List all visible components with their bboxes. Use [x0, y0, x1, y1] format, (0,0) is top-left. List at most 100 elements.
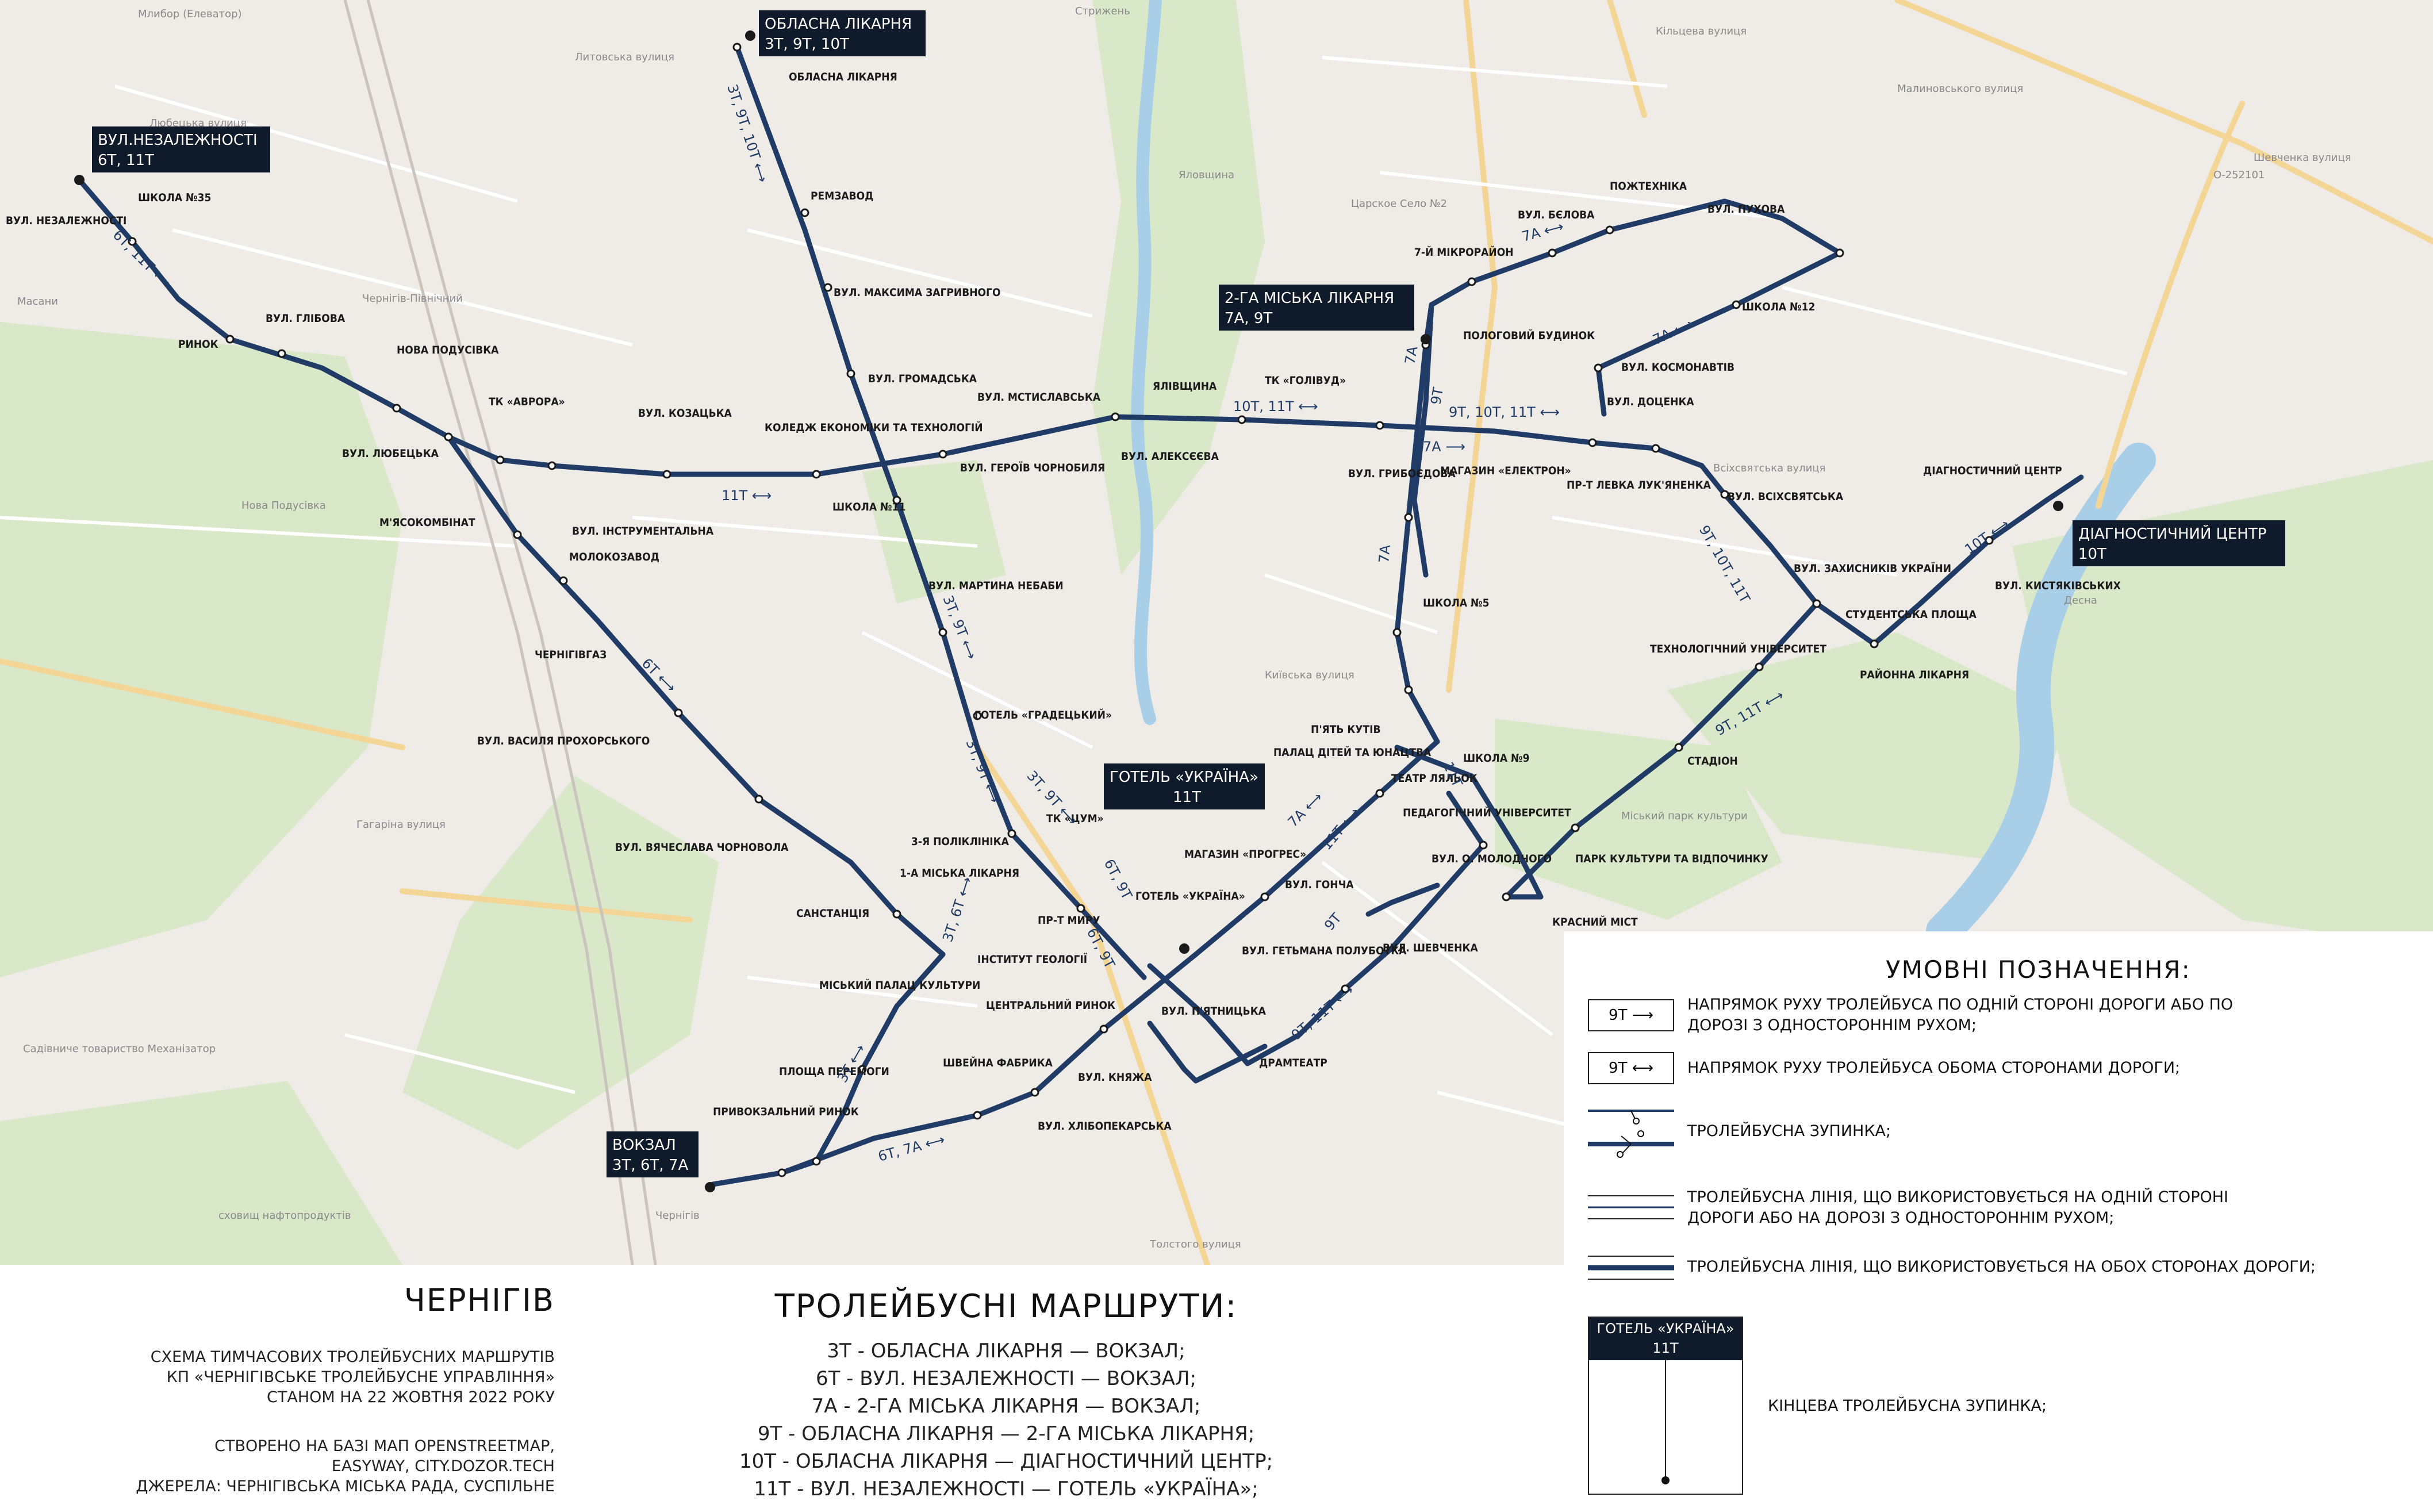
stop-label: ШКОЛА №11	[832, 501, 905, 513]
stop-label: ДРАМТЕАТР	[1259, 1057, 1327, 1069]
legend-one-side-text: ТРОЛЕЙБУСНА ЛІНІЯ, ЩО ВИКОРИСТОВУЄТЬСЯ Н…	[1687, 1188, 2228, 1227]
stop-label: ВУЛ. ВЯЧЕСЛАВА ЧОРНОВОЛА	[615, 841, 789, 854]
terminal-name: ГОТЕЛЬ «УКРАЇНА»	[1110, 767, 1258, 786]
legend-two-way-sample: 9Т ⟷	[1588, 1052, 1674, 1084]
stop-label: ВУЛ. ГРИБОЄДОВА	[1348, 467, 1456, 480]
line-shkola9	[1394, 745, 1544, 900]
legend-stop-text: ТРОЛЕЙБУСНА ЗУПИНКА;	[1687, 1122, 1891, 1140]
terminal-dots	[74, 30, 2063, 1192]
stop-label: ВУЛ. ДОЦЕНКА	[1607, 396, 1694, 408]
stop-label: НОВА ПОДУСІВКА	[397, 344, 499, 356]
stop-label: МОЛОКОЗАВОД	[569, 551, 659, 563]
footer-line: КП «ЧЕРНІГІВСЬКЕ ТРОЛЕЙБУСНЕ УПРАВЛІННЯ»	[166, 1368, 555, 1386]
stop-label: САНСТАНЦІЯ	[796, 907, 869, 920]
terminal-diahnostychnyi[interactable]: ДІАГНОСТИЧНИЙ ЦЕНТР 10Т	[2073, 520, 2285, 566]
stop-label: П'ЯТЬ КУТІВ	[1311, 723, 1381, 736]
railway	[343, 0, 657, 1265]
legend-terminal-frame: ГОТЕЛЬ «УКРАЇНА» 11Т	[1588, 1317, 1743, 1495]
legend-one-way-sample: 9Т ⟶	[1588, 999, 1674, 1031]
stop-label: ВУЛ. МАКСИМА ЗАГРИВНОГО	[834, 286, 1000, 299]
street-label: Масани	[17, 296, 58, 308]
street-labels: Млибор (Елеватор) Литовська вулиця Стриж…	[17, 5, 2351, 1250]
footer-info: ЧЕРНІГІВ СХЕМА ТИМЧАСОВИХ ТРОЛЕЙБУСНИХ М…	[0, 1265, 575, 1512]
stop-label: СТУДЕНТСЬКА ПЛОЩА	[1845, 608, 1977, 621]
street-label: Яловщина	[1179, 169, 1234, 181]
terminal-routes: 7А, 9Т	[1225, 310, 1272, 327]
terminal-name: ВУЛ.НЕЗАЛЕЖНОСТІ	[98, 132, 258, 149]
stop-label: ВУЛ. НЕЗАЛЕЖНОСТІ	[6, 214, 126, 227]
route-label: 7А	[1402, 344, 1421, 366]
map-area[interactable]: Млибор (Елеватор) Литовська вулиця Стриж…	[0, 0, 2433, 1265]
stop-label: ПР-Т ЛЕВКА ЛУК'ЯНЕНКА	[1567, 479, 1711, 492]
footer-line: СТВОРЕНО НА БАЗІ МАП OPENSTREETMAP,	[214, 1437, 555, 1455]
stop-label: ПЕДАГОГІЧНИЙ УНІВЕРСИТЕТ	[1403, 806, 1571, 819]
route-item: 11Т - ВУЛ. НЕЗАЛЕЖНОСТІ — ГОТЕЛЬ «УКРАЇН…	[754, 1478, 1258, 1501]
stop-label: КРАСНИЙ МІСТ	[1552, 915, 1638, 928]
stop-label: ВУЛ. БЄЛОВА	[1518, 209, 1595, 221]
terminal-oblasna[interactable]: ОБЛАСНА ЛІКАРНЯ 3Т, 9Т, 10Т	[759, 10, 926, 56]
stop-label: ТЕАТР ЛЯЛЬОК	[1391, 772, 1478, 785]
stop-label: ДІАГНОСТИЧНИЙ ЦЕНТР	[1923, 464, 2062, 477]
terminal-hotel[interactable]: ГОТЕЛЬ «УКРАЇНА» 11Т	[1104, 763, 1265, 809]
route-label: 7А	[1376, 544, 1394, 564]
legend-terminal-routes: 11Т	[1652, 1340, 1679, 1356]
stops-markers	[128, 43, 1994, 1177]
legend-two-way-text: НАПРЯМОК РУХУ ТРОЛЕЙБУСА ОБОМА СТОРОНАМИ…	[1687, 1059, 2181, 1077]
legend-terminal-pole	[1665, 1359, 1666, 1480]
stop-label: ТК «ГОЛІВУД»	[1265, 374, 1346, 387]
routes-list-panel: ТРОЛЕЙБУСНІ МАРШРУТИ: 3Т - ОБЛАСНА ЛІКАР…	[690, 1265, 1322, 1512]
stop-label: ЯЛІВЩИНА	[1153, 380, 1217, 393]
stop-label: ЧЕРНІГІВГАЗ	[535, 648, 607, 661]
legend-both-sides-text: ТРОЛЕЙБУСНА ЛІНІЯ, ЩО ВИКОРИСТОВУЄТЬСЯ Н…	[1687, 1258, 2316, 1276]
legend-one-side: ТРОЛЕЙБУСНА ЛІНІЯ, ЩО ВИКОРИСТОВУЄТЬСЯ Н…	[1564, 1187, 2433, 1233]
street-label: Міський парк культури	[1621, 810, 1748, 822]
stop-label: ШВЕЙНА ФАБРИКА	[943, 1056, 1053, 1069]
legend-one-way: 9Т ⟶ НАПРЯМОК РУХУ ТРОЛЕЙБУСА ПО ОДНІЙ С…	[1564, 995, 2433, 1035]
street-label: О-252101	[2213, 169, 2265, 181]
legend-title: УМОВНІ ПОЗНАЧЕННЯ:	[1886, 955, 2191, 984]
street-label: Чернігів	[655, 1210, 700, 1222]
street-label: Шевченка вулиця	[2254, 152, 2351, 164]
stop-label: РАЙОННА ЛІКАРНЯ	[1860, 668, 1969, 681]
stop-label: ТК «ЦУМ»	[1046, 812, 1104, 825]
street-label: сховищ нафтопродуктів	[218, 1210, 351, 1222]
street-label: Кільцева вулиця	[1656, 25, 1747, 37]
stop-label: 1-А МІСЬКА ЛІКАРНЯ	[900, 867, 1019, 880]
stop-label: ВУЛ. ГЕРОЇВ ЧОРНОБИЛЯ	[960, 460, 1105, 474]
footer-line: EASYWAY, CITY.DOZOR.TECH	[331, 1457, 555, 1475]
stop-label: ВУЛ. ПУХОВА	[1707, 203, 1785, 216]
stop-label: ВУЛ. АЛЕКСЄЄВА	[1121, 450, 1219, 463]
legend-one-way-text: НАПРЯМОК РУХУ ТРОЛЕЙБУСА ПО ОДНІЙ СТОРОН…	[1687, 996, 2234, 1034]
stop-label: ПОЖТЕХНІКА	[1610, 180, 1687, 193]
street-label: Толстого вулиця	[1149, 1238, 1241, 1250]
legend-two-way: 9Т ⟷ НАПРЯМОК РУХУ ТРОЛЕЙБУСА ОБОМА СТОР…	[1564, 1052, 2433, 1087]
stop-label: ВУЛ. ГЕТЬМАНА ПОЛУБОТКА	[1242, 945, 1407, 957]
stop-label: ПРИВОКЗАЛЬНИЙ РИНОК	[713, 1105, 859, 1118]
stop-label: КОЛЕДЖ ЕКОНОМІКИ ТА ТЕХНОЛОГІЙ	[765, 421, 983, 434]
terminal-likarnia2[interactable]: 2-ГА МІСЬКА ЛІКАРНЯ 7А, 9Т	[1219, 285, 1414, 331]
stop-label: 3-Я ПОЛІКЛІНІКА	[911, 835, 1010, 848]
street-label: Гагаріна вулиця	[356, 819, 446, 831]
line-center-east	[1365, 882, 1440, 917]
line-nezalezhnosti	[76, 177, 503, 463]
route-item: 3Т - ОБЛАСНА ЛІКАРНЯ — ВОКЗАЛ;	[827, 1340, 1185, 1363]
stop-label: ВУЛ. МАРТИНА НЕБАБИ	[928, 580, 1064, 592]
legend-stop: ТРОЛЕЙБУСНА ЗУПИНКА;	[1564, 1098, 2433, 1161]
street-label: Стрижень	[1075, 5, 1130, 17]
route-label: 9Т, 10Т, 11Т ⟷	[1449, 404, 1560, 420]
stop-label: ВУЛ. ІНСТРУМЕНТАЛЬНА	[572, 525, 714, 538]
terminal-name: ДІАГНОСТИЧНИЙ ЦЕНТР	[2078, 524, 2266, 543]
stop-label: ВУЛ. ЛЮБЕЦЬКА	[342, 447, 439, 460]
street-label: Нова Подусівка	[241, 500, 326, 512]
minor-roads	[0, 56, 2128, 1152]
terminal-nezalezhnosti[interactable]: ВУЛ.НЕЗАЛЕЖНОСТІ 6Т, 11Т	[92, 126, 270, 172]
stop-label: ТЕХНОЛОГІЧНИЙ УНІВЕРСИТЕТ	[1650, 642, 1826, 655]
line-6t-south	[446, 434, 946, 957]
stop-label: ВУЛ. О. МОЛОДЧОГО	[1432, 853, 1552, 865]
terminal-vokzal[interactable]: ВОКЗАЛ 3Т, 6Т, 7А	[607, 1131, 699, 1177]
terminal-routes: 10Т	[2078, 546, 2106, 563]
terminal-name: ВОКЗАЛ	[612, 1137, 676, 1154]
stop-label: ЦЕНТРАЛЬНИЙ РИНОК	[986, 999, 1115, 1012]
route-label: 9Т	[1427, 386, 1446, 406]
parks	[0, 0, 2433, 1265]
